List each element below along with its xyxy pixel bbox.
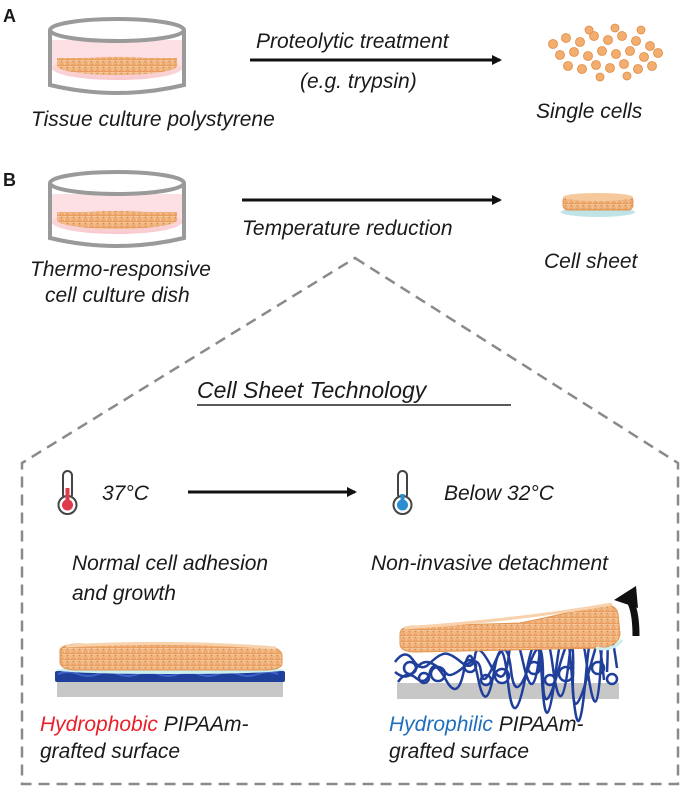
hydrophobic-label: Hydrophobic — [40, 713, 158, 736]
left-surface-caption-line2: grafted surface — [40, 740, 181, 763]
panel-a-arrow-text-line1: Proteolytic treatment — [256, 30, 449, 53]
panel-b-dish-caption-line1: Thermo-responsive — [30, 258, 211, 281]
panel-b-label: B — [3, 170, 16, 190]
left-description-line1: Normal cell adhesion — [72, 552, 269, 575]
cell-sheet-icon — [561, 193, 635, 217]
panel-b-dish-caption-line2: cell culture dish — [45, 284, 190, 307]
lift-arrow-icon — [614, 586, 640, 637]
panel-b-result-caption: Cell sheet — [544, 250, 638, 273]
right-description: Non-invasive detachment — [371, 552, 608, 575]
hydrophilic-surface-illustration — [393, 602, 624, 723]
panel-a-dish-caption: Tissue culture polystyrene — [31, 108, 275, 131]
right-surface-caption-line1: Hydrophilic PIPAAm- — [389, 713, 584, 737]
panel-a-result-caption: Single cells — [536, 100, 643, 123]
panel-a-arrow-text-line2: (e.g. trypsin) — [300, 70, 417, 93]
panel-b-arrow-text: Temperature reduction — [242, 217, 453, 240]
thermometer-warm-icon — [57, 470, 78, 515]
dish-a — [48, 17, 186, 95]
hydrophobic-surface-illustration — [55, 641, 285, 697]
hydrophilic-label: Hydrophilic — [389, 713, 493, 736]
thermometer-cool-icon — [392, 470, 413, 515]
dashed-outline — [20, 256, 680, 786]
dish-b — [48, 170, 186, 248]
left-surface-rest: PIPAAm- — [157, 713, 249, 736]
right-surface-rest: PIPAAm- — [492, 713, 584, 736]
temp-warm-label: 37°C — [102, 482, 149, 505]
right-surface-caption-line2: grafted surface — [389, 740, 530, 763]
temp-cool-label: Below 32°C — [444, 482, 554, 505]
single-cells-icon — [548, 23, 663, 82]
left-description-line2: and growth — [72, 582, 176, 605]
left-surface-caption-line1: Hydrophobic PIPAAm- — [40, 713, 249, 737]
technology-title: Cell Sheet Technology — [197, 377, 427, 403]
panel-a-label: A — [3, 6, 16, 26]
